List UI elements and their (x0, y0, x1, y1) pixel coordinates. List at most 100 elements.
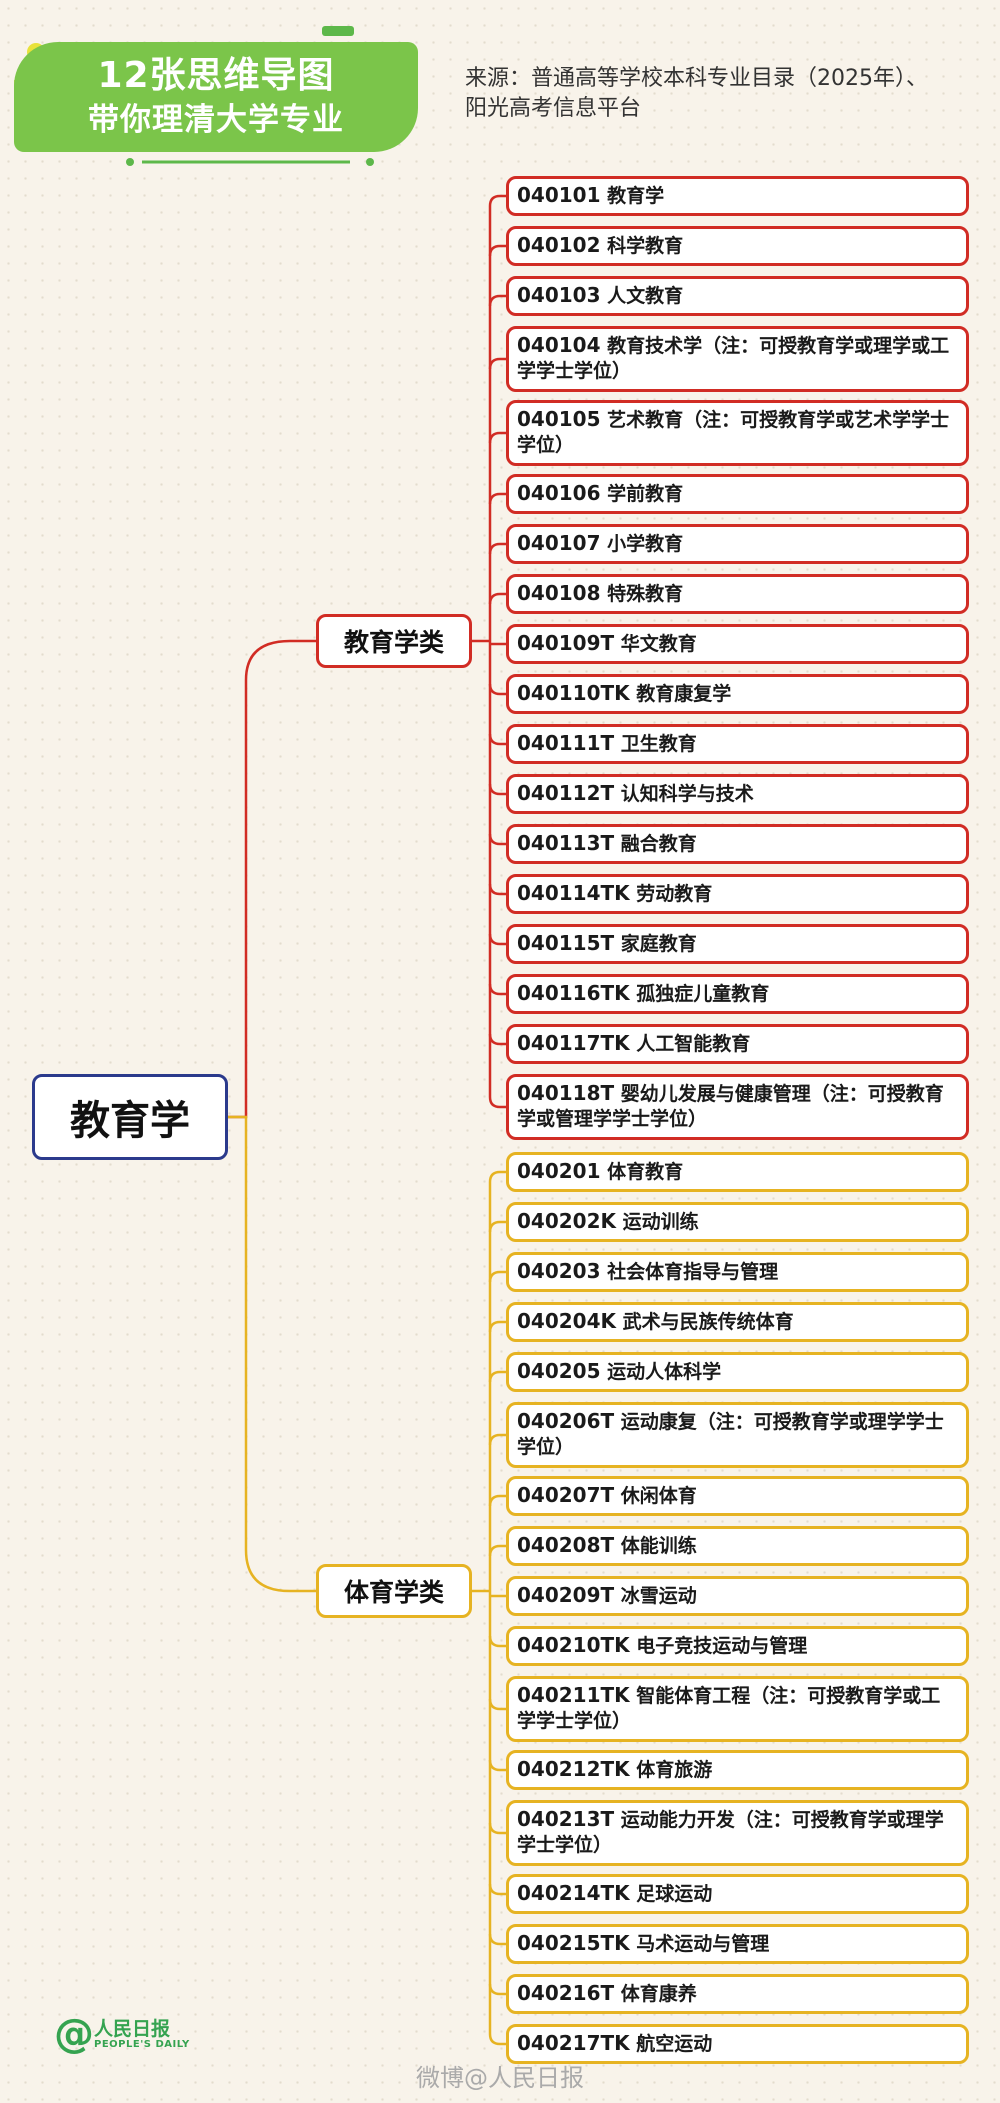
root-to-pe-connector (228, 1115, 316, 1593)
major-name: 家庭教育 (620, 933, 697, 955)
major-item: 040213T 运动能力开发（注：可授教育学或理学学士学位） (506, 1800, 969, 1866)
major-name: 教育康复学 (636, 683, 732, 705)
major-name: 特殊教育 (607, 583, 684, 605)
leaf-connector (488, 933, 506, 946)
major-code: 040216T (517, 1981, 615, 2005)
major-code: 040211TK (517, 1683, 630, 1707)
major-item: 040114TK 劳动教育 (506, 874, 969, 914)
major-item: 040211TK 智能体育工程（注：可授教育学或工学学士学位） (506, 1676, 969, 1742)
leaf-connector (488, 783, 506, 796)
major-code: 040118T (517, 1081, 615, 1105)
major-item: 040105 艺术教育（注：可授教育学或艺术学学士学位） (506, 400, 969, 466)
major-name: 教育技术学（注：可授教育学或理学或工学学士学位） (517, 335, 950, 382)
leaf-connector (488, 244, 506, 257)
weibo-watermark: 微博@人民日报 (416, 2064, 584, 2092)
title-badge: 12张思维导图 带你理清大学专业 (14, 42, 418, 152)
major-name: 艺术教育（注：可授教育学或艺术学学士学位） (517, 409, 950, 456)
major-code: 040104 (517, 333, 601, 357)
major-item: 040208T 体能训练 (506, 1526, 969, 1566)
major-name: 武术与民族传统体育 (622, 1311, 794, 1333)
leaf-connector (488, 1270, 506, 1283)
major-code: 040108 (517, 581, 601, 605)
major-code: 040105 (517, 407, 601, 431)
major-code: 040103 (517, 283, 601, 307)
major-code: 040110TK (517, 681, 630, 705)
major-item: 040116TK 孤独症儿童教育 (506, 974, 969, 1014)
major-item: 040203 社会体育指导与管理 (506, 1252, 969, 1292)
leaf-connector (488, 2033, 506, 2046)
major-item: 040112T 认知科学与技术 (506, 774, 969, 814)
major-name: 运动康复（注：可授教育学或理学学士学位） (517, 1411, 944, 1458)
major-item: 040118T 婴幼儿发展与健康管理（注：可授教育学或管理学学士学位） (506, 1074, 969, 1140)
leaf-connector (488, 592, 506, 605)
leaf-connector (488, 1822, 506, 1835)
major-name: 航空运动 (636, 2033, 713, 2055)
major-code: 040114TK (517, 881, 630, 905)
major-item: 040210TK 电子竞技运动与管理 (506, 1626, 969, 1666)
major-name: 教育学 (607, 185, 665, 207)
major-code: 040215TK (517, 1931, 630, 1955)
major-code: 040201 (517, 1159, 601, 1183)
major-code: 040206T (517, 1409, 615, 1433)
logo-name: 人民日报 (94, 2018, 171, 2040)
root-node: 教育学 (32, 1074, 228, 1160)
major-item: 040212TK 体育旅游 (506, 1750, 969, 1790)
major-code: 040116TK (517, 981, 630, 1005)
major-name: 运动能力开发（注：可授教育学或理学学士学位） (517, 1809, 944, 1856)
major-item: 040113T 融合教育 (506, 824, 969, 864)
major-code: 040209T (517, 1583, 615, 1607)
major-name: 体能训练 (620, 1535, 697, 1557)
major-name: 体育教育 (607, 1161, 684, 1183)
decoration-bar (322, 26, 354, 36)
major-code: 040203 (517, 1259, 601, 1283)
major-item: 040109T 华文教育 (506, 624, 969, 664)
major-item: 040106 学前教育 (506, 474, 969, 514)
major-name: 电子竞技运动与管理 (636, 1635, 808, 1657)
major-item: 040205 运动人体科学 (506, 1352, 969, 1392)
major-name: 体育康养 (620, 1983, 697, 2005)
major-item: 040207T 休闲体育 (506, 1476, 969, 1516)
major-item: 040104 教育技术学（注：可授教育学或理学或工学学士学位） (506, 326, 969, 392)
major-item: 040216T 体育康养 (506, 1974, 969, 2014)
leaf-connector (488, 431, 506, 444)
leaf-connector (488, 1433, 506, 1446)
title-line-2: 带你理清大学专业 (88, 102, 344, 138)
major-code: 040202K (517, 1209, 616, 1233)
major-item: 040217TK 航空运动 (506, 2024, 969, 2064)
major-code: 040109T (517, 631, 615, 655)
major-name: 智能体育工程（注：可授教育学或工学学士学位） (517, 1685, 941, 1732)
major-item: 040214TK 足球运动 (506, 1874, 969, 1914)
major-code: 040101 (517, 183, 601, 207)
leaf-connector (488, 1698, 506, 1711)
leaf-connector (488, 1635, 506, 1648)
major-item: 040206T 运动康复（注：可授教育学或理学学士学位） (506, 1402, 969, 1468)
major-name: 小学教育 (607, 533, 684, 555)
leaf-connector (488, 1096, 506, 1109)
leaf-connector (488, 1494, 506, 1507)
major-code: 040106 (517, 481, 601, 505)
major-item: 040111T 卫生教育 (506, 724, 969, 764)
major-item: 040107 小学教育 (506, 524, 969, 564)
leaf-connector (488, 1759, 506, 1772)
major-code: 040102 (517, 233, 601, 257)
major-item: 040102 科学教育 (506, 226, 969, 266)
major-item: 040108 特殊教育 (506, 574, 969, 614)
major-name: 劳动教育 (636, 883, 713, 905)
major-item: 040202K 运动训练 (506, 1202, 969, 1242)
leaf-connector (488, 1220, 506, 1233)
major-code: 040214TK (517, 1881, 630, 1905)
major-code: 040204K (517, 1309, 616, 1333)
major-item: 040201 体育教育 (506, 1152, 969, 1192)
major-name: 华文教育 (620, 633, 697, 655)
leaf-connector (488, 1933, 506, 1946)
major-code: 040210TK (517, 1633, 630, 1657)
leaf-connector (488, 983, 506, 996)
title-line-1: 12张思维导图 (97, 55, 335, 96)
header: 12张思维导图 带你理清大学专业 来源：普通高等学校本科专业目录（2025年）、… (0, 0, 1000, 170)
leaf-connector (488, 1544, 506, 1557)
source-line-2: 阳光高考信息平台 (465, 96, 642, 121)
major-name: 运动人体科学 (607, 1361, 722, 1383)
leaf-connector (488, 683, 506, 696)
